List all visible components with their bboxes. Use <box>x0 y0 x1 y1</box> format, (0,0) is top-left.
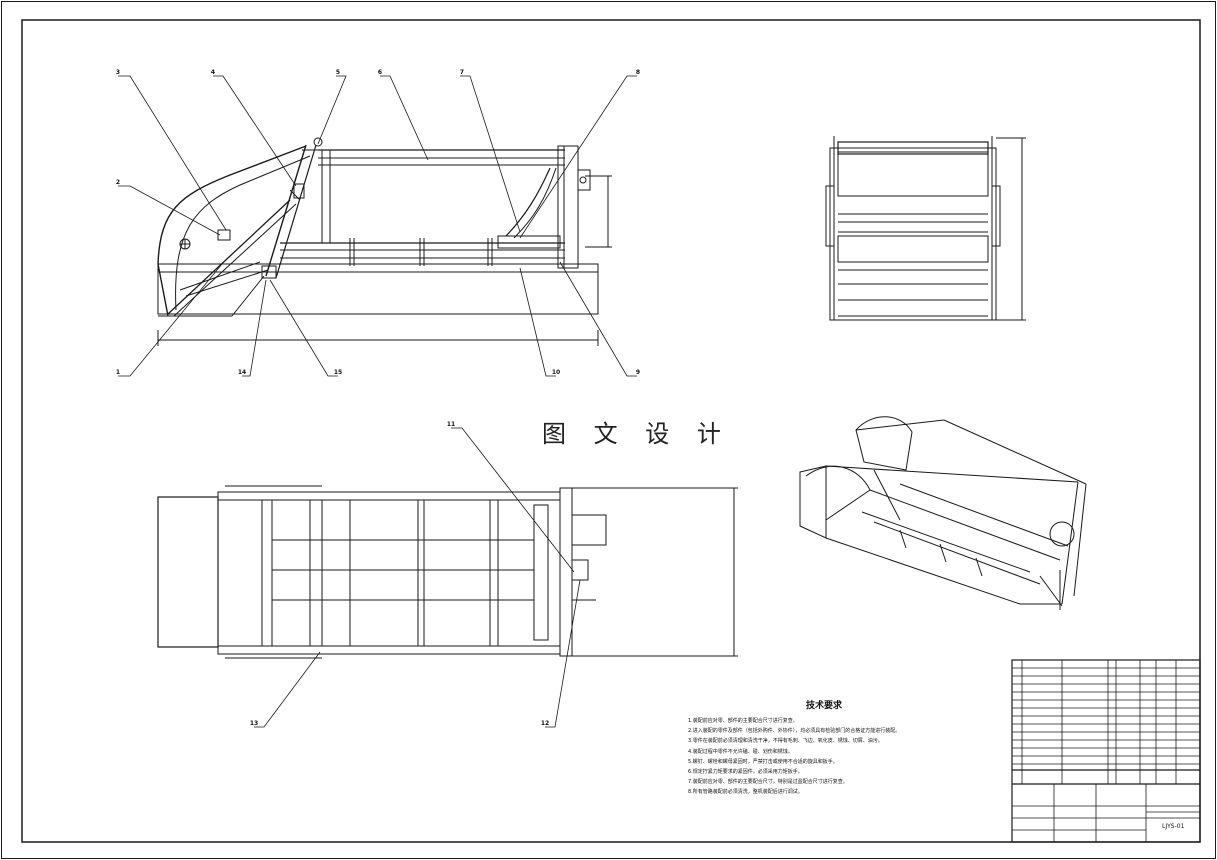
side-view <box>825 136 1026 321</box>
balloon-3: 3 <box>116 69 120 76</box>
sheet-inner-border <box>21 19 1201 843</box>
requirement-item: 8.所有管路装配前必须清洗，整机装配后进行调试。 <box>688 789 803 796</box>
requirement-item: 5.螺钉、螺栓和螺母紧固时，严禁打击或使用不合适的旋具和扳手。 <box>688 758 838 765</box>
front-view <box>157 137 612 346</box>
isometric-view <box>799 416 1087 610</box>
watermark-text: 图 文 设 计 <box>542 420 731 448</box>
balloon-1: 1 <box>116 369 120 376</box>
hopper-shell <box>157 145 307 317</box>
leader-lines-front <box>118 75 637 377</box>
technical-requirements-list: 1.装配前应对零、部件的主要配合尺寸进行复查。 2.进入装配的零件及部件（包括外… <box>688 716 988 798</box>
balloon-11: 11 <box>447 421 455 428</box>
rear-plate <box>557 145 579 269</box>
balloon-13: 13 <box>250 720 258 727</box>
balloon-7: 7 <box>460 69 464 76</box>
top-view <box>157 485 738 659</box>
requirement-item: 3.零件在装配前必须清理和清洗干净，不得有毛刺、飞边、氧化皮、锈蚀、切屑、油污。 <box>688 738 883 745</box>
technical-requirements-title: 技术要求 <box>806 701 843 711</box>
balloon-6: 6 <box>378 69 382 76</box>
balloon-10: 10 <box>552 369 560 376</box>
balloon-8: 8 <box>636 69 640 76</box>
requirement-item: 4.装配过程中零件不允许磕、碰、划伤和锈蚀。 <box>688 748 793 755</box>
balloon-14: 14 <box>238 369 246 376</box>
balloon-5: 5 <box>336 69 340 76</box>
requirement-item: 7.装配前应对零、部件的主要配合尺寸，特别是过盈配合尺寸进行复查。 <box>688 779 848 786</box>
requirement-item: 2.进入装配的零件及部件（包括外购件、外协件），均必须具有检验部门的合格证方能进… <box>688 728 901 735</box>
title-block <box>1011 659 1201 843</box>
balloon-2: 2 <box>116 179 120 186</box>
drawing-code: LJYS-01 <box>1162 823 1185 830</box>
requirement-item: 6.规定拧紧力矩要求的紧固件，必须采用力矩扳手。 <box>688 769 803 776</box>
balloon-9: 9 <box>636 369 640 376</box>
balloon-4: 4 <box>211 69 215 76</box>
balloon-12: 12 <box>541 720 549 727</box>
leader-lines-top <box>254 427 581 728</box>
balloon-15: 15 <box>334 369 342 376</box>
requirement-item: 1.装配前应对零、部件的主要配合尺寸进行复查。 <box>688 718 798 724</box>
chassis-rail <box>157 263 599 315</box>
